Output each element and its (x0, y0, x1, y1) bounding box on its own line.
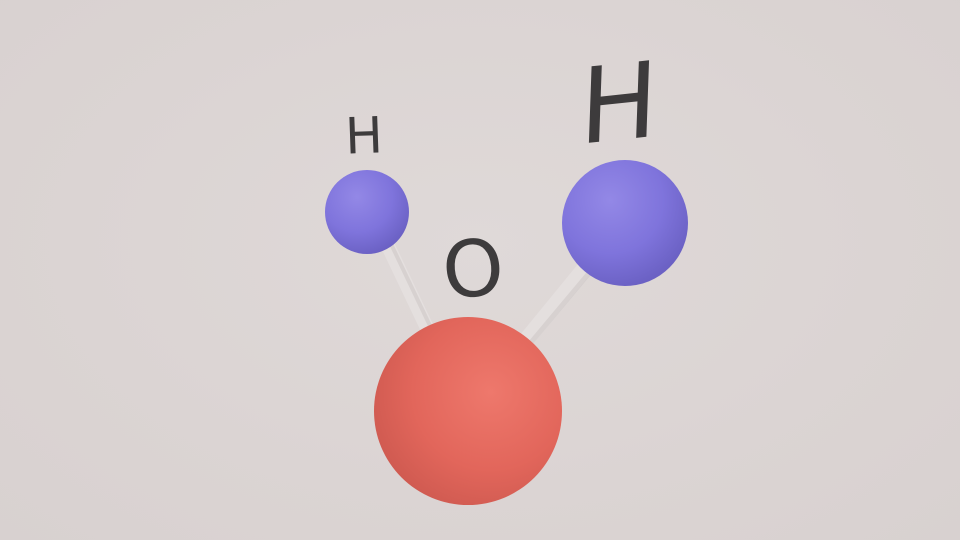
label-hydrogen-left: H (344, 106, 384, 165)
bond-left-shade (390, 244, 434, 332)
oxygen-atom (374, 317, 562, 505)
bond-right (510, 260, 593, 358)
label-oxygen: O (439, 222, 508, 317)
hydrogen-atom-right (562, 160, 688, 286)
bond-left (381, 239, 435, 337)
hydrogen-atom-left (325, 170, 409, 254)
label-hydrogen-right: H (578, 38, 660, 169)
bond-right-shade (520, 269, 593, 355)
